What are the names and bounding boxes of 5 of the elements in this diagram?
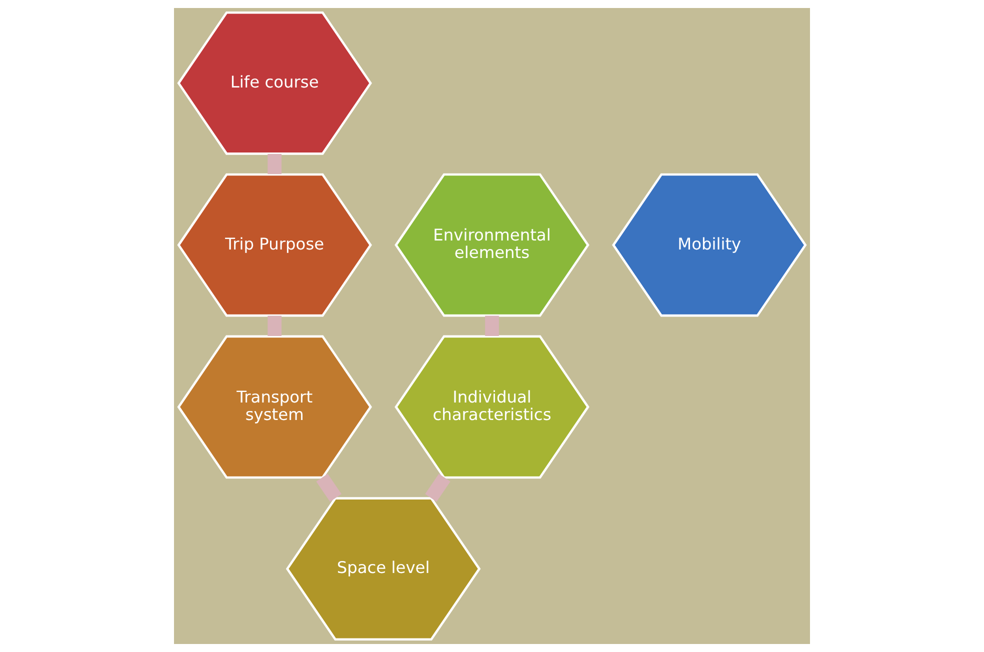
connector	[316, 474, 342, 502]
connector	[268, 316, 282, 336]
connector	[268, 154, 282, 174]
connector	[485, 316, 499, 336]
connector	[425, 474, 450, 502]
